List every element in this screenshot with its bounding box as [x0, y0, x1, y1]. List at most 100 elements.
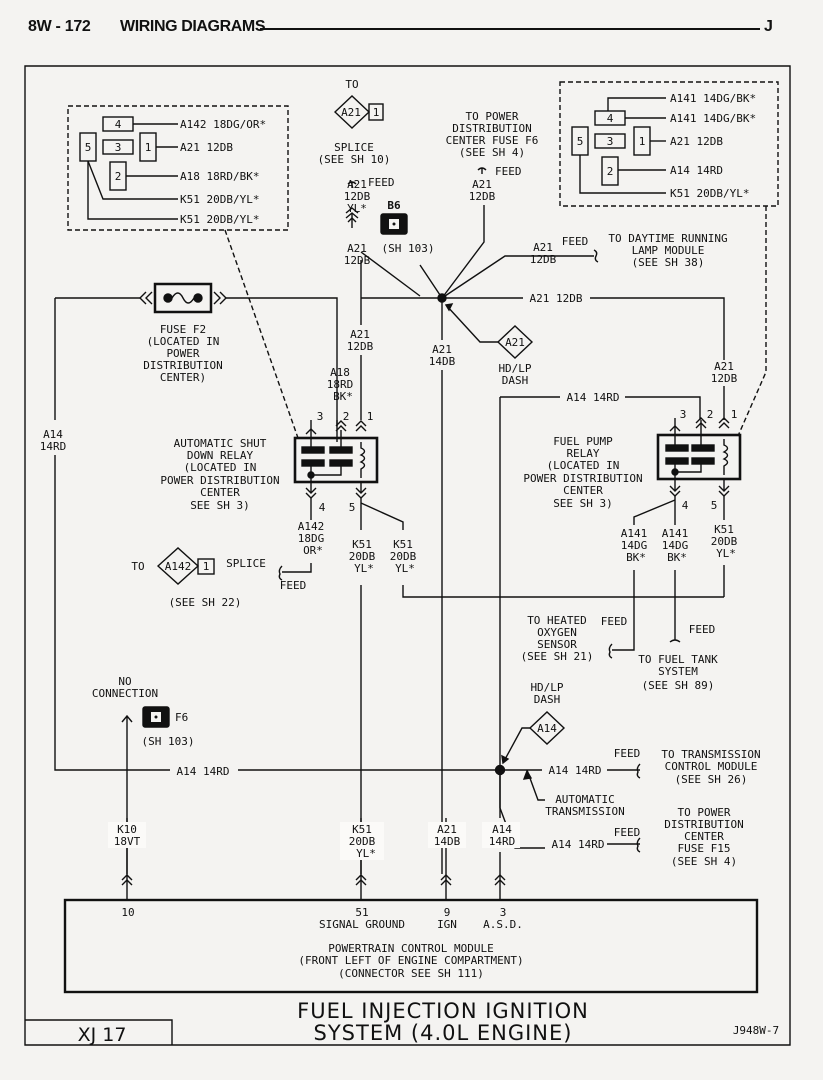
svg-text:5: 5 [577, 135, 584, 148]
wire-color-stripe: OR* [303, 544, 323, 557]
drl-label: TO DAYTIME RUNNING [608, 232, 727, 245]
powertrain-control-module [63, 898, 759, 994]
relay-pin: 4 [682, 499, 689, 512]
asd-inset-labels: 4 3 1 5 2 A142 18DG/OR* A21 12DB A18 18R… [85, 118, 266, 226]
f15-wire: A14 14RD [552, 838, 605, 851]
pcm-pin-number: 9 [444, 906, 451, 919]
svg-text:5: 5 [85, 141, 92, 154]
feed-label: FEED [280, 579, 307, 592]
svg-text:DISTRIBUTION: DISTRIBUTION [452, 122, 531, 135]
wire-color: 14DG [662, 539, 689, 552]
inset-wire-label: A18 18RD/BK* [180, 170, 259, 183]
inset-wire-label: A21 12DB [180, 141, 233, 154]
tcm-ref: (SEE SH 26) [675, 773, 748, 786]
diagram-title-line2: SYSTEM (4.0L ENGINE) [314, 1021, 573, 1045]
wire-code: A21 [347, 242, 367, 255]
pcm-pin-name: IGN [437, 918, 457, 931]
bus-a14-label: A14 14RD [177, 765, 230, 778]
inset-wire-label: A21 12DB [670, 135, 723, 148]
o2-label: OXYGEN [537, 626, 577, 639]
wire-color: 12DB [711, 372, 738, 385]
wire-a21-drl [560, 249, 599, 263]
hdlp-label: HD/LP [530, 681, 563, 694]
svg-text:1: 1 [639, 135, 646, 148]
splice-id: A142 [165, 560, 192, 573]
relay-pin: 5 [711, 499, 718, 512]
fp-connector-inset [559, 81, 779, 207]
splice-label: SPLICE [226, 557, 266, 570]
feed-label: FEED [601, 615, 628, 628]
wire-code: A21 [437, 823, 457, 836]
wire-color: 18DG [298, 532, 325, 545]
connector-id: B6 [387, 199, 401, 212]
diagram-title-line1: FUEL INJECTION IGNITION [297, 999, 589, 1023]
hdlp-a14 [501, 711, 566, 765]
svg-text:(SEE SH 4): (SEE SH 4) [459, 146, 525, 159]
wire-color-stripe: BK* [626, 551, 646, 564]
wire-color-stripe: BK* [333, 390, 353, 403]
wire-code: A21 [432, 343, 452, 356]
pcm-connector-ref: (CONNECTOR SEE SH 111) [338, 967, 484, 980]
wire-color-stripe: BK* [667, 551, 687, 564]
relay-pin: 3 [317, 410, 324, 423]
wire-color: 18RD [327, 378, 354, 391]
fuse-f2-label: FUSE F2 (LOCATED IN POWER DISTRIBUTION C… [143, 323, 222, 384]
wire-a142 [282, 498, 312, 573]
wire-color-stripe: YL* [395, 562, 415, 575]
wire-code: A14 [43, 428, 63, 441]
asd-connector-inset [67, 105, 289, 231]
svg-text:3: 3 [607, 135, 614, 148]
o2-ref: (SEE SH 21) [521, 650, 594, 663]
wire-color: 14DB [429, 355, 456, 368]
wire-color: 14DG [621, 539, 648, 552]
splice-pin: 1 [203, 560, 210, 573]
wire-color-stripe: YL* [347, 202, 367, 215]
wire-color: 20DB [349, 550, 376, 563]
connector-ref: (SH 103) [142, 735, 195, 748]
svg-text:CENTER): CENTER) [160, 371, 206, 384]
f15-label: DISTRIBUTION [664, 818, 743, 831]
tcm-label: CONTROL MODULE [665, 760, 758, 773]
f15-label: CENTER [684, 830, 724, 843]
connector-id: F6 [175, 711, 188, 724]
no-connection-label: NO [118, 675, 131, 688]
relay-pin: 1 [731, 408, 738, 421]
auto-trans-leader [526, 769, 545, 801]
feed-label: FEED [614, 747, 641, 760]
svg-text:AUTOMATIC SHUT: AUTOMATIC SHUT [174, 437, 267, 450]
wire-k51-asd-b [360, 502, 724, 598]
inset-wire-label: A141 14DG/BK* [670, 92, 756, 105]
wire-color: 12DB [344, 190, 371, 203]
cavity-3 [594, 133, 626, 149]
pcm-label: POWERTRAIN CONTROL MODULE [328, 942, 494, 955]
svg-text:4: 4 [115, 118, 122, 131]
wire-code: A21 [347, 178, 367, 191]
wire-code: A21 [714, 360, 734, 373]
hdlp-id: A21 [505, 336, 525, 349]
feed-label: FEED [495, 165, 522, 178]
f15-label: FUSE F15 [678, 842, 731, 855]
pcm-pin-number: 51 [355, 906, 368, 919]
wire-a14-f15 [607, 837, 641, 853]
drl-ref: (SEE SH 38) [632, 256, 705, 269]
pcm-pin-name: A.S.D. [483, 918, 523, 931]
svg-text:1: 1 [145, 141, 152, 154]
wire-a21-from-f6 [441, 205, 485, 299]
fuse-f2 [139, 282, 227, 314]
svg-text:4: 4 [607, 112, 614, 125]
splice-id: A21 [341, 106, 361, 119]
svg-text:FUEL PUMP: FUEL PUMP [553, 435, 613, 448]
svg-text:TO POWER: TO POWER [466, 110, 519, 123]
wire-code: K10 [117, 823, 137, 836]
feed-label: FEED [689, 623, 716, 636]
svg-text:FUSE F2: FUSE F2 [160, 323, 206, 336]
inset-wire-label: K51 20DB/YL* [180, 213, 259, 226]
splice-ref: (SEE SH 10) [318, 153, 391, 166]
splice-label: SPLICE [334, 141, 374, 154]
fuel-tank-label: TO FUEL TANK [638, 653, 718, 666]
hdlp-label: DASH [534, 693, 561, 706]
fp-relay [656, 417, 742, 497]
connector-ref: (SH 103) [382, 242, 435, 255]
pcm-pin-name: SIGNAL GROUND [319, 918, 405, 931]
inset-wire-label: A141 14DG/BK* [670, 112, 756, 125]
